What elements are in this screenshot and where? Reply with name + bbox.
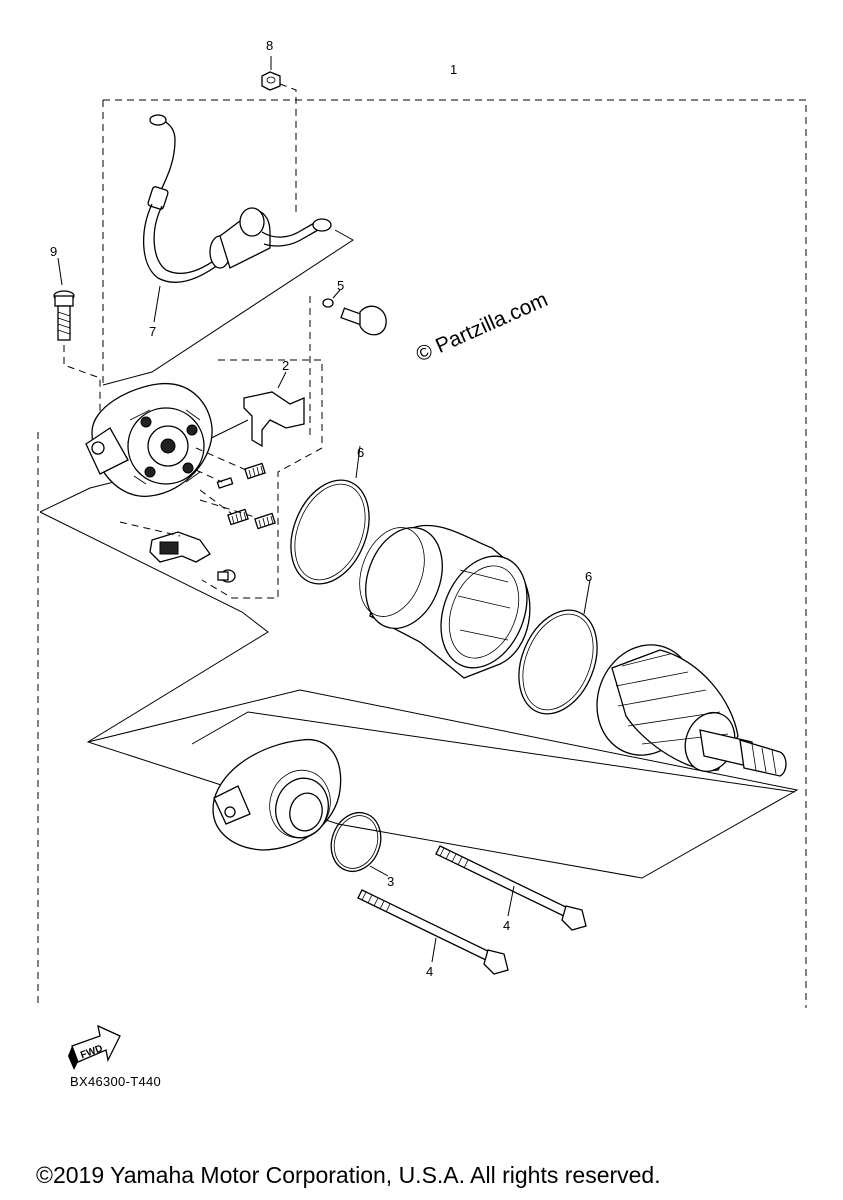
rear-housing [85,382,213,497]
o-ring-part-6-lower [518,579,598,715]
callout-5: 5 [337,278,344,293]
o-ring-part-6-upper [290,445,370,585]
lower-brush-holder [119,521,236,583]
callout-4-upper: 4 [503,918,510,933]
lead-wire-part-7 [143,114,332,323]
o-ring-part-3 [330,811,389,877]
callout-9: 9 [50,244,57,259]
callout-6-upper: 6 [357,445,364,460]
armature [596,644,787,777]
fwd-arrow-icon: FWD [68,1024,121,1070]
callout-4-lower: 4 [426,964,433,979]
callout-8: 8 [266,38,273,53]
diagram-code: BX46300-T440 [70,1074,162,1089]
watermark: © Partzilla.com [413,288,552,367]
screw-part-5 [309,289,387,438]
end-cover-plane [191,711,796,793]
callout-7: 7 [149,324,156,339]
bolt-part-9 [53,257,101,420]
cable-plane [102,229,354,386]
cover-boundary [201,359,323,599]
front-cover [212,738,342,851]
through-bolt-part-4-lower [357,889,509,975]
assembly-boundary [37,99,807,1008]
callout-6-lower: 6 [585,569,592,584]
springs [195,447,276,530]
callout-1: 1 [450,62,457,77]
callout-2: 2 [282,358,289,373]
yoke [359,524,531,679]
callout-3: 3 [387,874,394,889]
brush-holder-part-2 [243,371,305,448]
nut-part-8 [261,56,297,212]
copyright-notice: ©2019 Yamaha Motor Corporation, U.S.A. A… [36,1162,661,1188]
through-bolt-part-4-upper [435,845,587,931]
